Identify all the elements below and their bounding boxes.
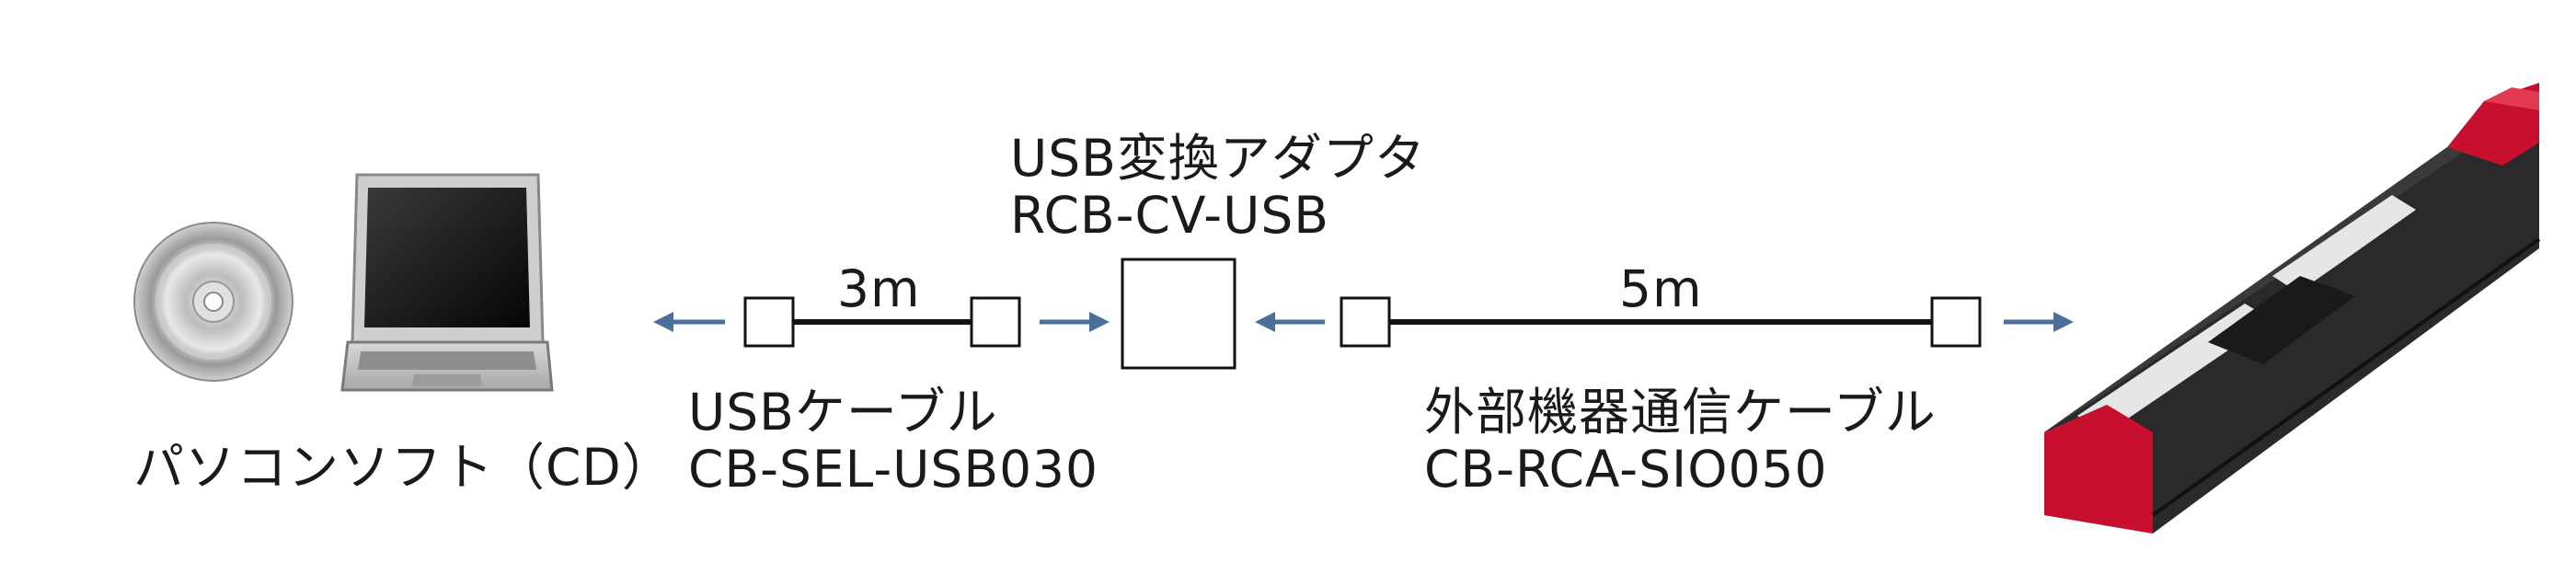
usb-cable-name: USBケーブル bbox=[688, 383, 998, 442]
usb-cable-model: CB-SEL-USB030 bbox=[688, 440, 1099, 499]
comm-cable bbox=[1340, 296, 1982, 348]
usb-cable-connector-left bbox=[743, 296, 795, 348]
comm-cable-name: 外部機器通信ケーブル bbox=[1424, 383, 1937, 442]
software-label: パソコンソフト（CD） bbox=[133, 438, 673, 497]
laptop-icon bbox=[340, 173, 554, 392]
usb-cable bbox=[743, 296, 1021, 348]
arrow-to-pc bbox=[653, 312, 725, 332]
adapter-model: RCB-CV-USB bbox=[1010, 186, 1330, 245]
usb-cable-length: 3m bbox=[837, 259, 921, 318]
arrow-to-adapter-right bbox=[1255, 312, 1325, 332]
arrow-to-adapter bbox=[1040, 312, 1110, 332]
comm-cable-connector-left bbox=[1340, 296, 1391, 348]
comm-cable-connector-right bbox=[1930, 296, 1982, 348]
arrow-to-actuator bbox=[2004, 312, 2074, 332]
comm-cable-length: 5m bbox=[1619, 259, 1703, 318]
cd-icon bbox=[133, 222, 293, 382]
usb-adapter-box bbox=[1121, 258, 1236, 370]
usb-cable-connector-right bbox=[970, 296, 1021, 348]
actuator-icon bbox=[2044, 83, 2541, 534]
adapter-name: USB変換アダプタ bbox=[1010, 129, 1426, 188]
comm-cable-model: CB-RCA-SIO050 bbox=[1424, 440, 1828, 499]
